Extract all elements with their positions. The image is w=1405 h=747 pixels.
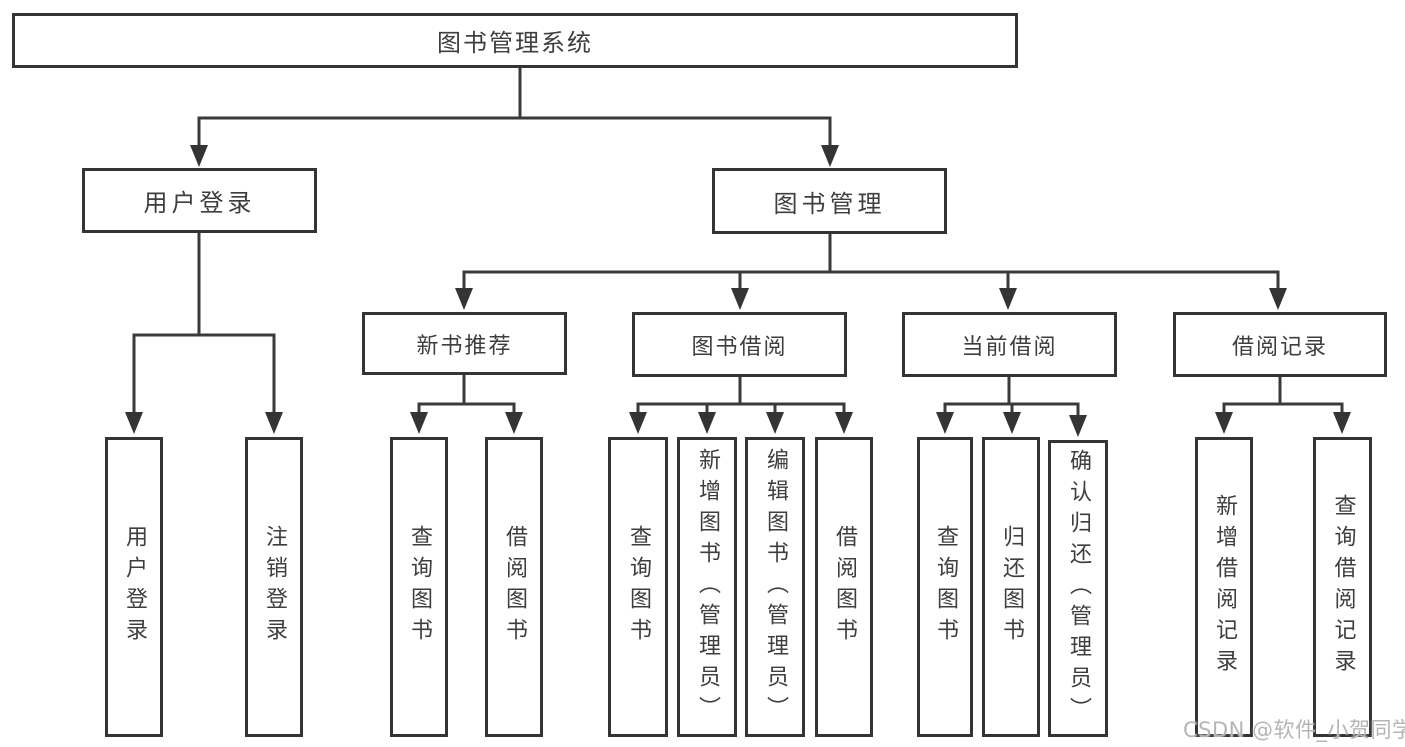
node-root: 图书管理系统 [12,13,1018,68]
leaf-add-books-admin: 新增图书（管理员） [677,437,737,737]
arrowheads [125,145,1351,437]
leaf-confirm-return-admin: 确认归还（管理员） [1048,440,1108,737]
node-book-management: 图书管理 [712,168,947,234]
leaf-add-borrow-record: 新增借阅记录 [1195,437,1253,737]
leaf-return-books: 归还图书 [982,437,1040,737]
leaf-query-books-borrow: 查询图书 [608,437,668,737]
leaf-logout: 注销登录 [245,437,303,737]
node-user-login: 用户登录 [82,168,317,233]
node-borrowing-records: 借阅记录 [1173,312,1387,377]
leaf-query-books-recommend: 查询图书 [390,437,448,737]
leaf-query-borrow-record: 查询借阅记录 [1313,437,1372,737]
leaf-query-books-current: 查询图书 [917,437,973,737]
node-book-borrowing: 图书借阅 [632,312,847,377]
leaf-borrow-books-recommend: 借阅图书 [485,437,543,737]
leaf-user-login: 用户登录 [105,437,163,737]
leaf-borrow-books: 借阅图书 [815,437,873,737]
csdn-watermark: CSDN @软件_小贺同学 [1183,718,1405,742]
node-new-book-recommendation: 新书推荐 [362,312,567,375]
leaf-edit-books-admin: 编辑图书（管理员） [745,437,805,737]
node-current-borrowing: 当前借阅 [902,312,1117,377]
